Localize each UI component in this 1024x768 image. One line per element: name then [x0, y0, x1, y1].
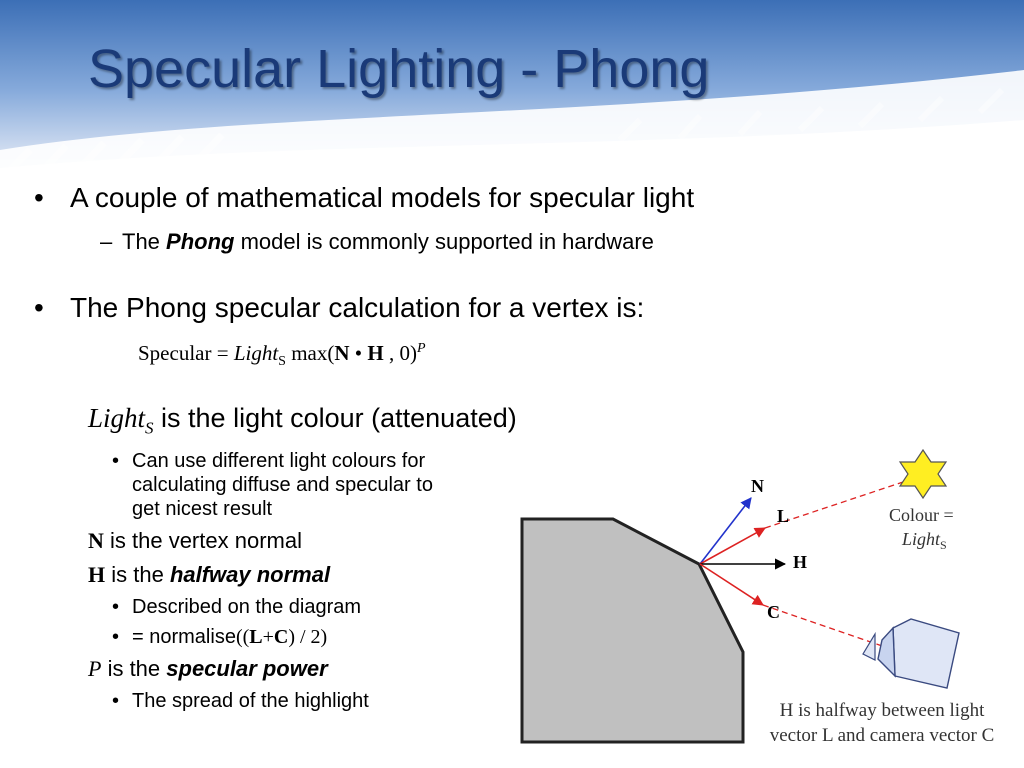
sub-bullet-c: C: [273, 626, 289, 648]
definition-p-sub: • The spread of the highlight: [112, 690, 369, 713]
sub-bullet-line: Can use different light colours for: [132, 450, 426, 472]
formula-max: max(: [285, 341, 335, 365]
sub-bullet-emphasis: Phong: [166, 229, 235, 254]
definition-h: H is the halfway normal: [88, 562, 330, 588]
formula-dot: •: [349, 341, 368, 365]
formula-n: N: [334, 341, 350, 365]
light-vector-arrow: [699, 527, 766, 565]
definition-n: N is the vertex normal: [88, 528, 302, 554]
definition-h-pre: is the: [105, 562, 170, 587]
light-ray-dashed: [764, 477, 916, 529]
light-star-icon: [898, 448, 948, 500]
sub-bullet-text: = normalise: [132, 626, 236, 648]
bullet-dot: •: [34, 182, 44, 213]
normal-vector-arrow: [699, 497, 752, 565]
sub-bullet-text: The spread of the highlight: [132, 690, 369, 712]
definition-h-term: H: [88, 562, 106, 587]
bullet-dot: •: [112, 626, 120, 648]
formula-lhs: Specular =: [138, 341, 234, 365]
sub-bullet-line: calculating diffuse and specular to: [132, 474, 433, 496]
vector-label-c: C: [767, 602, 780, 622]
sub-bullet-line: get nicest result: [132, 498, 273, 520]
definition-n-term: N: [88, 528, 104, 553]
definition-n-desc: is the vertex normal: [103, 528, 302, 553]
bullet-specular-models: • A couple of mathematical models for spe…: [34, 182, 694, 214]
vector-label-l: L: [777, 506, 789, 526]
sub-bullet-suffix: model is commonly supported in hardware: [234, 229, 654, 254]
definition-light-desc: is the light colour (attenuated): [153, 403, 517, 433]
dash-marker: –: [100, 229, 113, 254]
bullet-dot: •: [112, 690, 120, 712]
definition-light-subscript: S: [145, 418, 154, 438]
colour-light-label: LightS: [901, 529, 947, 552]
definition-p-term: P: [88, 656, 102, 681]
definition-light-sub-bullet: • Can use different light colours for ca…: [112, 449, 433, 521]
definition-h-sub-1: • Described on the diagram: [112, 596, 361, 619]
diagram-caption-line-2: vector L and camera vector C: [770, 725, 995, 746]
sub-bullet-phong-model: –The Phong model is commonly supported i…: [100, 229, 654, 255]
formula-h: H: [367, 341, 384, 365]
bullet-dot: •: [34, 292, 44, 323]
formula-rest: , 0): [383, 341, 417, 365]
diagram-caption-line-1: H is halfway between light: [780, 700, 985, 721]
bullet-dot: •: [112, 450, 120, 472]
sub-bullet-plus: +: [262, 626, 274, 648]
sub-bullet-rest: ) / 2): [288, 626, 328, 648]
sub-bullet-paren: ((: [235, 626, 250, 648]
bullet-dot: •: [112, 596, 120, 618]
camera-icon: [862, 618, 960, 689]
formula-power: P: [417, 341, 426, 356]
definition-light: LightS is the light colour (attenuated): [88, 403, 517, 438]
definition-p: P is the specular power: [88, 656, 328, 682]
vector-label-n: N: [751, 476, 764, 496]
definition-light-term: Light: [88, 403, 146, 433]
camera-vector-arrow: [699, 563, 764, 606]
definition-h-sub-2: • = normalise((L+C) / 2): [112, 626, 327, 649]
surface-shape: [520, 517, 745, 744]
bullet-text: The Phong specular calculation for a ver…: [70, 292, 645, 323]
definition-p-pre: is the: [101, 656, 167, 681]
sub-bullet-text: Described on the diagram: [132, 596, 362, 618]
specular-formula: Specular = LightS max(N • H , 0)P: [138, 341, 426, 370]
sub-bullet-prefix: The: [122, 229, 167, 254]
definition-p-emphasis: specular power: [166, 656, 328, 681]
definition-h-emphasis: halfway normal: [169, 562, 331, 587]
colour-label: Colour =: [889, 505, 954, 525]
bullet-text: A couple of mathematical models for spec…: [70, 182, 695, 213]
vector-label-h: H: [793, 552, 807, 572]
slide-title: Specular Lighting - Phong: [88, 39, 710, 99]
sub-bullet-l: L: [249, 626, 263, 648]
formula-light-subscript: S: [278, 354, 286, 370]
bullet-phong-calculation: • The Phong specular calculation for a ve…: [34, 292, 644, 324]
phong-diagram: N L H C Colour = LightS H is halfway bet…: [520, 448, 995, 746]
header-background: [0, 0, 1024, 200]
formula-light: Light: [233, 341, 279, 365]
